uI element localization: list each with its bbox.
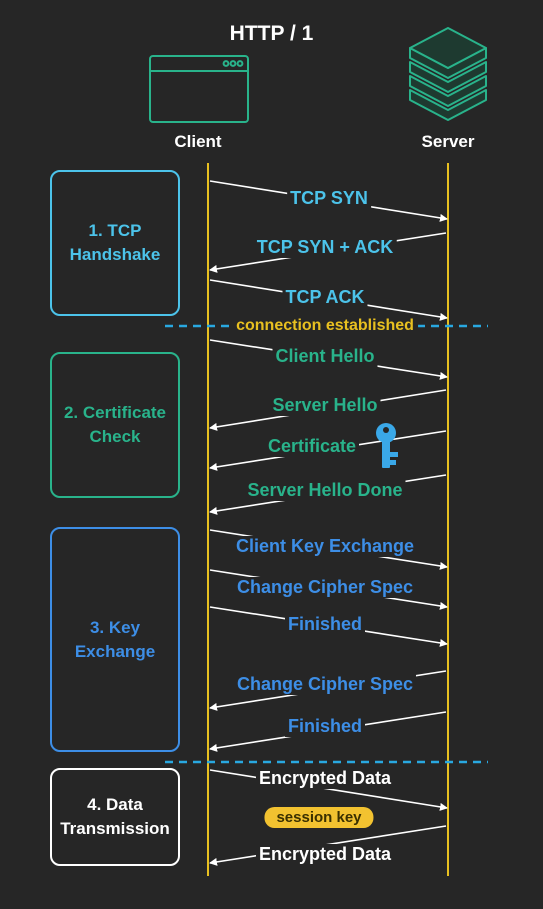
message-arrow [209,769,448,811]
message-label: Finished [284,614,366,635]
message-label: TCP SYN [287,188,371,209]
session-key-badge: session key [264,807,374,828]
message-label: Client Key Exchange [232,536,418,557]
connection-established-note: connection established [232,317,418,335]
browser-window-icon [149,55,249,123]
message-label: Change Cipher Spec [233,674,417,695]
message-label: Encrypted Data [255,768,395,789]
message-label: Encrypted Data [255,844,395,865]
message-label: Server Hello [269,395,381,416]
phase-certificate-check: 2. Certificate Check [50,352,180,498]
phase-tcp-handshake: 1. TCP Handshake [50,170,180,316]
server-stack-icon [409,27,487,121]
server-label: Server [421,132,475,151]
message-label: TCP SYN + ACK [253,237,397,258]
message-label: Change Cipher Spec [233,577,417,598]
message-label: Server Hello Done [244,480,406,501]
diagram-title: HTTP / 1 [229,22,314,45]
message-label: Finished [284,716,366,737]
message-label: TCP ACK [282,287,368,308]
phase-key-exchange: 3. Key Exchange [50,527,180,752]
message-label: Certificate [264,436,360,457]
client-label: Client [174,132,222,151]
message-label: Client Hello [272,346,378,367]
phase-data-transmission: 4. Data Transmission [50,768,180,866]
